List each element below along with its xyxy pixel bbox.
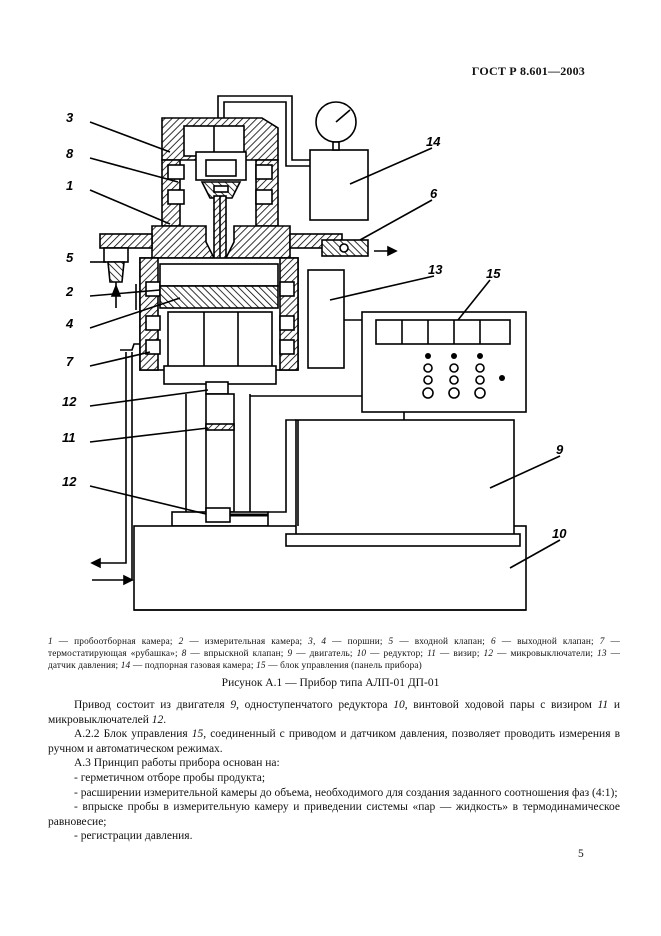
label-13: 13 xyxy=(428,262,443,277)
label-15: 15 xyxy=(486,266,501,281)
label-5: 5 xyxy=(66,250,74,265)
legend-item-text: впрыскной клапан; xyxy=(203,649,288,659)
list-item: - герметичном отборе пробы продукта; xyxy=(74,771,266,784)
label-3: 3 xyxy=(66,110,74,125)
legend-item-text: входной клапан; xyxy=(414,637,491,647)
figure-legend: 1 — пробоотборная камера; 2 — измеритель… xyxy=(48,637,621,671)
legend-item-number: 8 xyxy=(181,649,187,659)
body-text: Привод состоит из двигателя 9, одноступе… xyxy=(48,698,620,844)
legend-item-number: 12 xyxy=(483,649,494,659)
legend-item-number: 10 xyxy=(356,649,367,659)
legend-item-text: термостатирующая «рубашка»; xyxy=(48,649,182,659)
page-number: 5 xyxy=(578,848,584,860)
legend-item-number: 6 xyxy=(490,637,496,647)
legend-item-number: 15 xyxy=(256,661,266,671)
label-9: 9 xyxy=(556,442,564,457)
paragraph-principle: А.3 Принцип работы прибора основан на: xyxy=(74,757,280,770)
list-item: - расширении измерительной камеры до объ… xyxy=(74,786,618,799)
label-4: 4 xyxy=(65,316,74,331)
legend-item-number: 2 xyxy=(178,637,184,647)
legend-item-number: 11 xyxy=(427,649,437,659)
legend-item-text: измерительная камера; xyxy=(204,637,309,647)
legend-item-text: блок управления (панель прибора) xyxy=(280,661,422,671)
legend-item-number: 9 xyxy=(287,649,293,659)
legend-item-text: визир; xyxy=(453,649,484,659)
legend-item-text: выходной клапан; xyxy=(517,637,600,647)
label-7: 7 xyxy=(66,354,74,369)
legend-item-text: микровыключатели; xyxy=(510,649,598,659)
list-item: - впрыске пробы в измерительную камеру и… xyxy=(48,801,620,828)
label-2: 2 xyxy=(65,284,74,299)
legend-item-text: поршни; xyxy=(347,637,389,647)
legend-item-number: 1 xyxy=(48,637,53,647)
legend-item-number: 7 xyxy=(599,637,605,647)
label-12-bottom: 12 xyxy=(62,474,77,489)
label-11: 11 xyxy=(62,430,76,445)
label-12-top: 12 xyxy=(62,394,77,409)
figure-caption: Рисунок А.1 — Прибор типа АЛП-01 ДП-01 xyxy=(221,677,440,689)
legend-item-text: двигатель; xyxy=(309,649,357,659)
paragraph-drive: Привод состоит из двигателя 9, одноступе… xyxy=(48,699,620,726)
legend-item-number: 14 xyxy=(120,661,131,671)
list-item: - регистрации давления. xyxy=(74,830,193,843)
label-14: 14 xyxy=(426,134,441,149)
paragraph-control-block: А.2.2 Блок управления 15, соединенный с … xyxy=(48,728,620,755)
label-10: 10 xyxy=(552,526,567,541)
label-8: 8 xyxy=(66,146,74,161)
legend-item-text: датчик давления; xyxy=(48,661,121,671)
legend-item-number: 5 xyxy=(388,637,394,647)
device-diagram: 3 8 1 5 2 4 7 12 11 12 14 6 13 15 9 10 xyxy=(62,95,567,611)
label-1: 1 xyxy=(66,178,73,193)
legend-item-number: 13 xyxy=(597,649,607,659)
document-header: ГОСТ Р 8.601—2003 xyxy=(471,64,585,78)
legend-item-number: 3, 4 xyxy=(308,637,327,647)
legend-item-text: пробоотборная камера; xyxy=(74,637,179,647)
legend-item-text: подпорная газовая камера; xyxy=(144,661,257,671)
legend-item-text: редуктор; xyxy=(383,649,428,659)
label-6: 6 xyxy=(430,186,438,201)
